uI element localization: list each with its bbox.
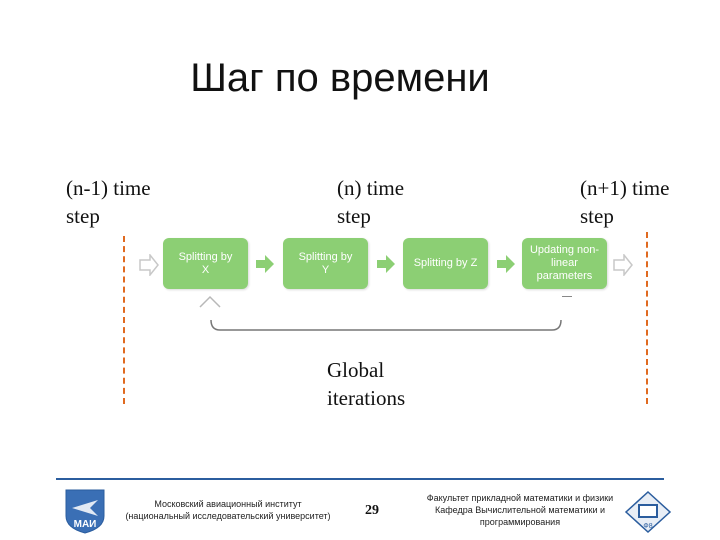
process-box-split-x-line1: Splitting by bbox=[178, 250, 233, 263]
process-box-update-params-line2: linear bbox=[551, 257, 578, 269]
global-iterations-label: Global iterations bbox=[327, 356, 405, 412]
process-box-split-x-line2: X bbox=[201, 263, 210, 276]
dash-mark bbox=[562, 296, 572, 297]
process-box-split-y: Splitting by Y bbox=[283, 238, 368, 289]
mai-logo-icon: МАИ bbox=[65, 489, 105, 534]
step-label-current: (n) time step bbox=[337, 174, 404, 230]
footer-faculty-line2: Кафедра Вычислительной математики и bbox=[434, 505, 606, 515]
time-step-divider-left bbox=[123, 236, 125, 404]
mai-logo-text: МАИ bbox=[74, 519, 97, 530]
global-iterations-line2: iterations bbox=[327, 386, 406, 410]
process-box-split-x: Splitting by X bbox=[163, 238, 248, 289]
process-box-split-y-line2: Y bbox=[321, 263, 330, 276]
process-box-update-params-line1: Updating non- bbox=[529, 244, 600, 256]
footer-faculty: Факультет прикладной математики и физики… bbox=[412, 492, 628, 528]
faculty-logo-icon: Ф8 bbox=[624, 490, 672, 534]
footer-institution-line2: (национальный исследовательский универси… bbox=[125, 511, 331, 521]
step-label-prev: (n-1) time step bbox=[66, 174, 151, 230]
footer-faculty-line1: Факультет прикладной математики и физики bbox=[426, 493, 614, 503]
flow-arrow-icon bbox=[377, 255, 395, 273]
process-box-update-params: Updating non- linear parameters bbox=[522, 238, 607, 289]
footer-institution-line1: Московский авиационный институт bbox=[154, 499, 302, 509]
step-label-next-line1: (n+1) time bbox=[580, 176, 670, 200]
faculty-logo-text: Ф8 bbox=[643, 523, 652, 530]
loop-bracket bbox=[210, 319, 562, 331]
process-box-split-z: Splitting by Z bbox=[403, 238, 488, 289]
step-label-prev-line1: (n-1) time bbox=[66, 176, 151, 200]
step-label-prev-line2: step bbox=[66, 204, 100, 228]
global-iterations-line1: Global bbox=[327, 358, 385, 382]
process-box-split-z-line1: Splitting by Z bbox=[413, 257, 478, 269]
step-label-current-line1: (n) time bbox=[337, 176, 405, 200]
footer-divider bbox=[56, 478, 664, 480]
step-label-next-line2: step bbox=[580, 204, 614, 228]
time-step-divider-right bbox=[646, 232, 648, 404]
slide-title: Шаг по времени bbox=[190, 56, 490, 100]
page-number: 29 bbox=[365, 503, 379, 518]
process-box-split-y-line1: Splitting by bbox=[298, 250, 353, 263]
footer-institution: Московский авиационный институт (национа… bbox=[106, 498, 350, 522]
step-label-next: (n+1) time step bbox=[580, 174, 669, 230]
flow-arrow-icon bbox=[497, 255, 515, 273]
caret-up-icon bbox=[199, 295, 221, 308]
step-label-current-line2: step bbox=[337, 204, 371, 228]
entry-arrow-icon bbox=[139, 254, 159, 276]
footer-faculty-line3: программирования bbox=[479, 517, 561, 527]
process-box-update-params-line3: parameters bbox=[536, 270, 593, 282]
exit-arrow-icon bbox=[613, 254, 633, 276]
flow-arrow-icon bbox=[256, 255, 274, 273]
